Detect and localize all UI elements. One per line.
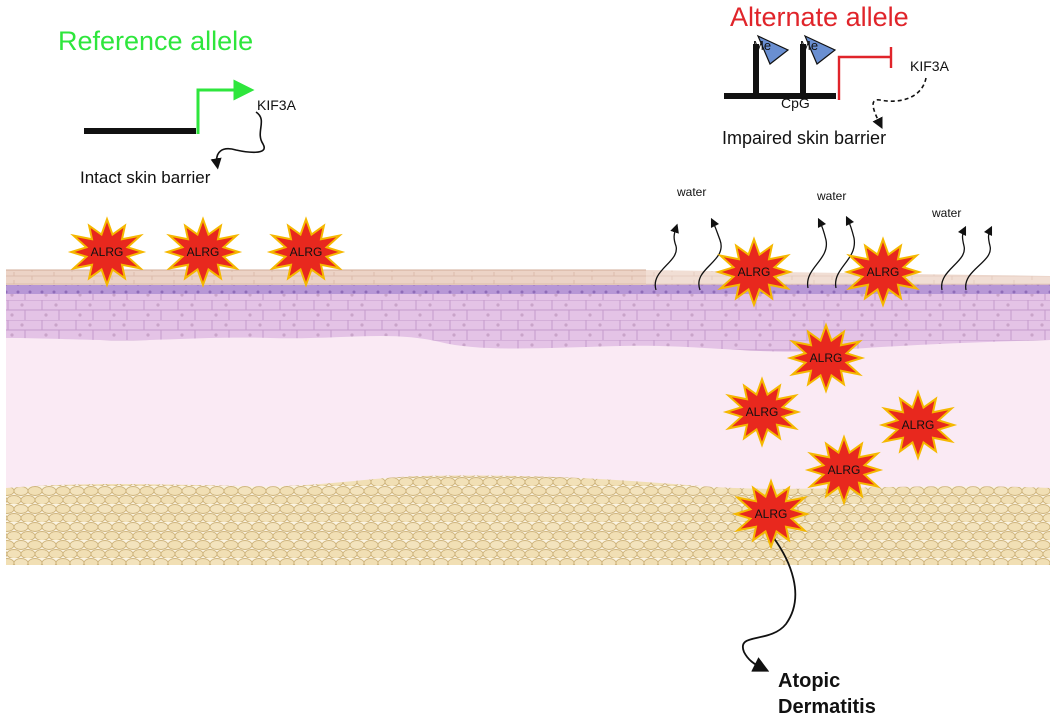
- allergen-label: ALRG: [187, 245, 220, 259]
- epidermis-layer: [6, 292, 1050, 352]
- allergen-burst: ALRG: [67, 216, 147, 288]
- allergen-label: ALRG: [867, 265, 900, 279]
- basal-band: [6, 284, 1050, 294]
- methyl-flag-1: [756, 34, 790, 65]
- reference-expression-arrow: [210, 111, 266, 170]
- cpg-label: CpG: [781, 95, 810, 111]
- allergen-burst: ALRG: [714, 236, 794, 308]
- allergen-label: ALRG: [290, 245, 323, 259]
- allergen-label: ALRG: [810, 351, 843, 365]
- allergen-star-shape: [722, 376, 802, 448]
- atopic-dermatitis-line1: Atopic: [778, 670, 841, 692]
- allergen-burst: ALRG: [843, 236, 923, 308]
- reference-allele-title: Reference allele: [58, 26, 254, 56]
- water-arrow: [965, 225, 993, 291]
- allergen-burst: ALRG: [163, 216, 243, 288]
- allergen-burst: ALRG: [731, 478, 811, 550]
- water-label: water: [677, 185, 707, 199]
- methyl-flag-2: [803, 34, 837, 65]
- allergen-star-shape: [266, 216, 346, 288]
- allergen-label: ALRG: [738, 265, 771, 279]
- atopic-dermatitis-line2: Dermatitis: [778, 696, 876, 718]
- reference-gene-diagram: [84, 79, 266, 170]
- water-label: water: [817, 189, 847, 203]
- water-arrow: [698, 217, 722, 291]
- atopic-dermatitis-label: Atopic Dermatitis: [778, 668, 876, 720]
- allergen-star-shape: [786, 322, 866, 394]
- allergen-star-shape: [67, 216, 147, 288]
- allergen-star-shape: [843, 236, 923, 308]
- alternate-expression-arrow: [872, 77, 927, 130]
- water-label: water: [932, 206, 962, 220]
- water-arrow: [941, 225, 967, 291]
- alternate-blocked-promoter: [837, 55, 891, 100]
- methyl-label-1: Me: [753, 38, 772, 53]
- alternate-gene-diagram: [724, 34, 927, 130]
- water-arrow: [654, 223, 679, 291]
- allergen-burst: ALRG: [878, 389, 958, 461]
- allergen-burst: ALRG: [722, 376, 802, 448]
- allergen-label: ALRG: [746, 405, 779, 419]
- allergen-label: ALRG: [755, 507, 788, 521]
- reference-promoter-arrow: [196, 79, 255, 134]
- water-arrow: [807, 217, 827, 289]
- stratum-corneum-intact: [6, 270, 646, 285]
- allergen-star-shape: [731, 478, 811, 550]
- alternate-allele-title: Alternate allele: [730, 2, 909, 32]
- allergen-burst: ALRG: [804, 434, 884, 506]
- subcutaneous-fat-layer: [6, 475, 1050, 565]
- water-arrow: [835, 215, 855, 289]
- impaired-barrier-label: Impaired skin barrier: [722, 128, 887, 148]
- kif3a-label-alternate: KIF3A: [910, 58, 949, 74]
- intact-barrier-label: Intact skin barrier: [80, 168, 211, 187]
- allergen-label: ALRG: [828, 463, 861, 477]
- allergen-star-shape: [804, 434, 884, 506]
- methyl-label-2: Me: [800, 38, 819, 53]
- kif3a-label-reference: KIF3A: [257, 97, 296, 113]
- allergen-star-shape: [878, 389, 958, 461]
- water-loss-arrows: [654, 215, 993, 291]
- skin-cross-section: [6, 269, 1050, 565]
- allergen-label: ALRG: [902, 418, 935, 432]
- allergen-star-shape: [163, 216, 243, 288]
- allergen-burst: ALRG: [786, 322, 866, 394]
- allergen-group: ALRG ALRG ALRG ALRG ALRG ALRG ALRG ALRG ALRG ALRG: [67, 216, 958, 550]
- allergen-star-shape: [714, 236, 794, 308]
- dermatitis-arrow: [741, 536, 797, 672]
- allergen-label: ALRG: [91, 245, 124, 259]
- allergen-burst: ALRG: [266, 216, 346, 288]
